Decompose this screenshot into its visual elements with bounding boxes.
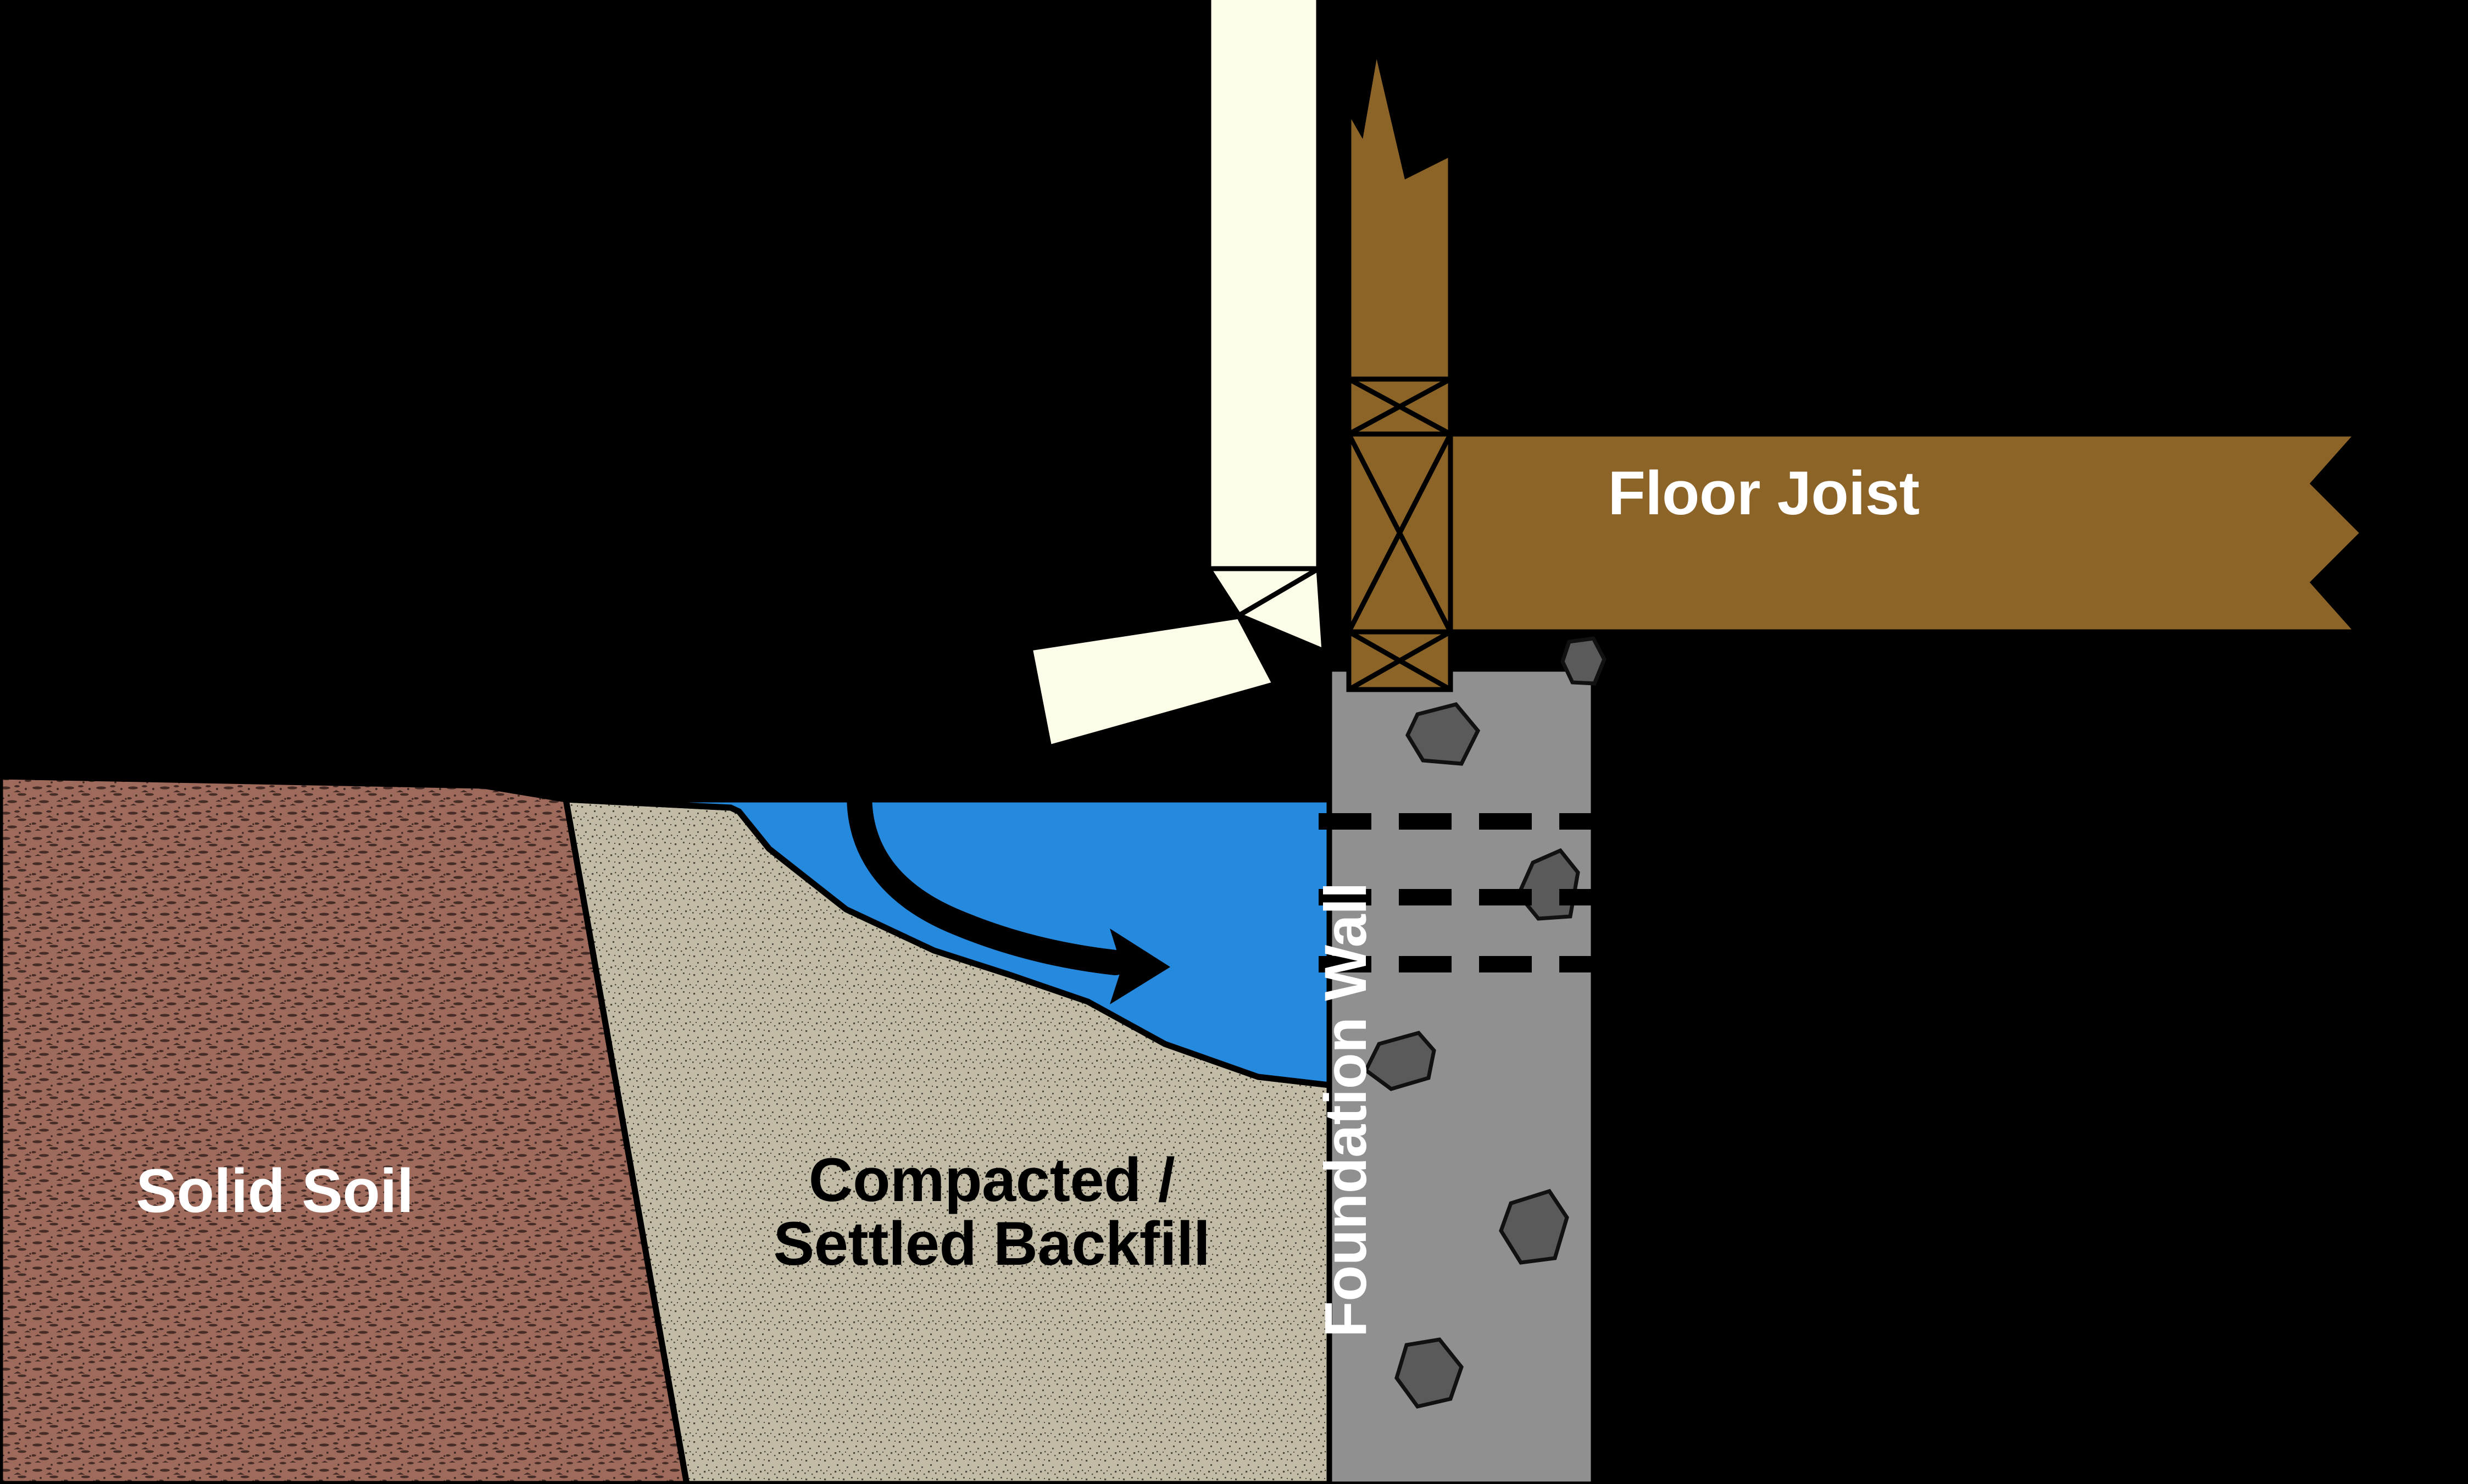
downspout-discharge-leg: [1027, 614, 1279, 751]
label-backfill-line1: Compacted /: [808, 1146, 1175, 1214]
water-flow-arrow: [847, 751, 1170, 1004]
sill-plate-upper: [1346, 376, 1453, 437]
downspout-vertical-leg: [1206, 0, 1321, 571]
label-floor-joist: Floor Joist: [1608, 459, 1920, 527]
foundation-wall-structure: [1319, 636, 1607, 1484]
gutter-downspout: [1027, 0, 1327, 751]
label-solid-soil: Solid Soil: [136, 1157, 414, 1225]
label-foundation-wall-text: Foundation Wall: [1312, 882, 1378, 1338]
label-backfill-line2: Settled Backfill: [773, 1209, 1210, 1279]
sill-plate-lower: [1346, 629, 1453, 692]
foundation-wall-cracks: [1319, 813, 1604, 972]
downspout-elbow-facet-2: [1238, 613, 1325, 654]
floor-joist-beam: [1393, 431, 2366, 635]
downspout-elbow-facet-1: [1237, 566, 1320, 618]
label-compacted-backfill: Compacted /Settled Backfill: [626, 1148, 1357, 1276]
label-foundation-wall: Foundation Wall: [1312, 286, 1378, 1337]
aggregate-stones: [1363, 636, 1607, 1409]
wood-framing: [1346, 46, 2366, 692]
rim-joist: [1346, 431, 1453, 635]
